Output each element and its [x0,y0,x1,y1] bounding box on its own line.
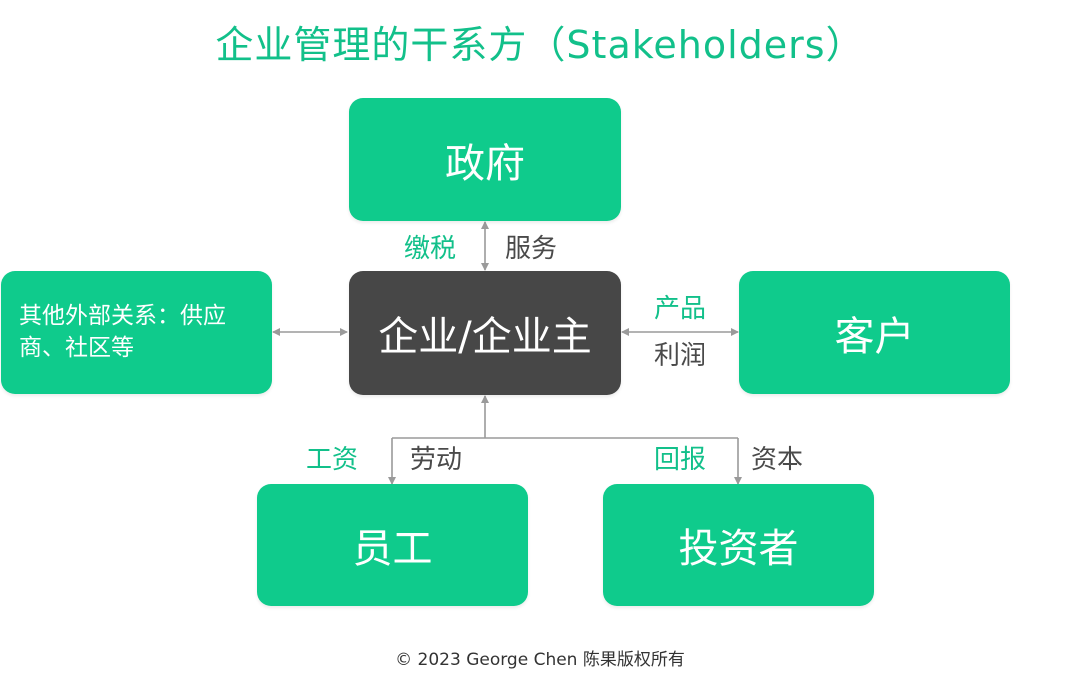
edge-label-service: 服务 [505,234,558,264]
edge-label-product: 产品 [654,294,707,324]
diagram-title: 企业管理的干系方（Stakeholders） [215,23,865,67]
node-enterprise: 企业/企业主 [349,271,621,395]
edge-label-labor: 劳动 [410,445,463,475]
edge-label-tax: 缴税 [404,234,457,264]
edge-label-capital: 资本 [751,445,804,475]
node-others: 其他外部关系：供应商、社区等 [1,271,272,394]
node-employee: 员工 [257,484,528,606]
node-government: 政府 [349,98,621,221]
edge-label-wage: 工资 [306,445,359,475]
node-investor: 投资者 [603,484,874,606]
edge-label-profit: 利润 [654,341,707,371]
edge-label-return: 回报 [654,445,707,475]
copyright-footer: © 2023 George Chen 陈果版权所有 [395,650,685,670]
node-customer: 客户 [739,271,1010,394]
